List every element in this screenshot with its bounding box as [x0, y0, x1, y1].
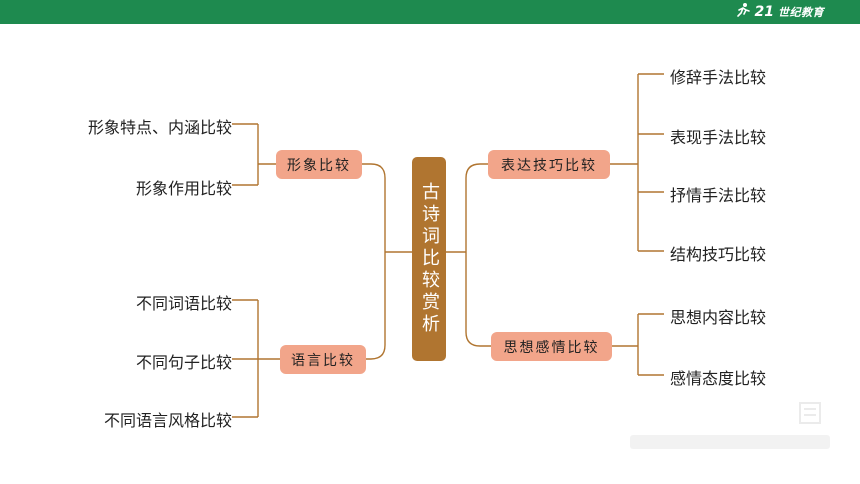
logo-number: 21 [754, 4, 774, 20]
central-topic[interactable]: 古诗词比较赏析 [412, 157, 446, 361]
leaf-node[interactable]: 修辞手法比较 [670, 68, 767, 87]
leaf-node[interactable]: 思想内容比较 [670, 308, 767, 327]
branch-label: 表达技巧比较 [501, 157, 597, 174]
runner-icon [735, 2, 751, 22]
leaf-node[interactable]: 形象特点、内涵比较 [87, 118, 232, 137]
connector [366, 252, 386, 360]
leaf-node[interactable]: 不同词语比较 [135, 294, 232, 313]
central-topic-label: 古诗词比较赏析 [419, 182, 440, 336]
watermark-logo [630, 395, 830, 455]
branch-technique-comparison[interactable]: 表达技巧比较 [488, 150, 610, 179]
leaf-node[interactable]: 结构技巧比较 [670, 245, 767, 264]
logo-text: 世纪教育 [778, 6, 824, 19]
leaf-node[interactable]: 形象作用比较 [135, 179, 232, 198]
branch-language-comparison[interactable]: 语言比较 [280, 345, 366, 374]
branch-sentiment-comparison[interactable]: 思想感情比较 [491, 332, 612, 361]
top-banner: 21 世纪教育 [0, 0, 860, 24]
connector [465, 252, 491, 347]
leaf-node[interactable]: 抒情手法比较 [670, 186, 767, 205]
leaf-node[interactable]: 感情态度比较 [670, 369, 767, 388]
connector [465, 163, 488, 252]
leaf-node[interactable]: 不同语言风格比较 [103, 411, 232, 430]
branch-label: 语言比较 [291, 352, 355, 369]
branch-label: 形象比较 [287, 157, 351, 174]
site-logo[interactable]: 21 世纪教育 [735, 2, 824, 22]
leaf-node[interactable]: 不同句子比较 [135, 353, 232, 372]
leaf-node[interactable]: 表现手法比较 [670, 128, 767, 147]
branch-label: 思想感情比较 [503, 339, 600, 356]
branch-image-comparison[interactable]: 形象比较 [276, 150, 362, 179]
connector [362, 163, 386, 252]
